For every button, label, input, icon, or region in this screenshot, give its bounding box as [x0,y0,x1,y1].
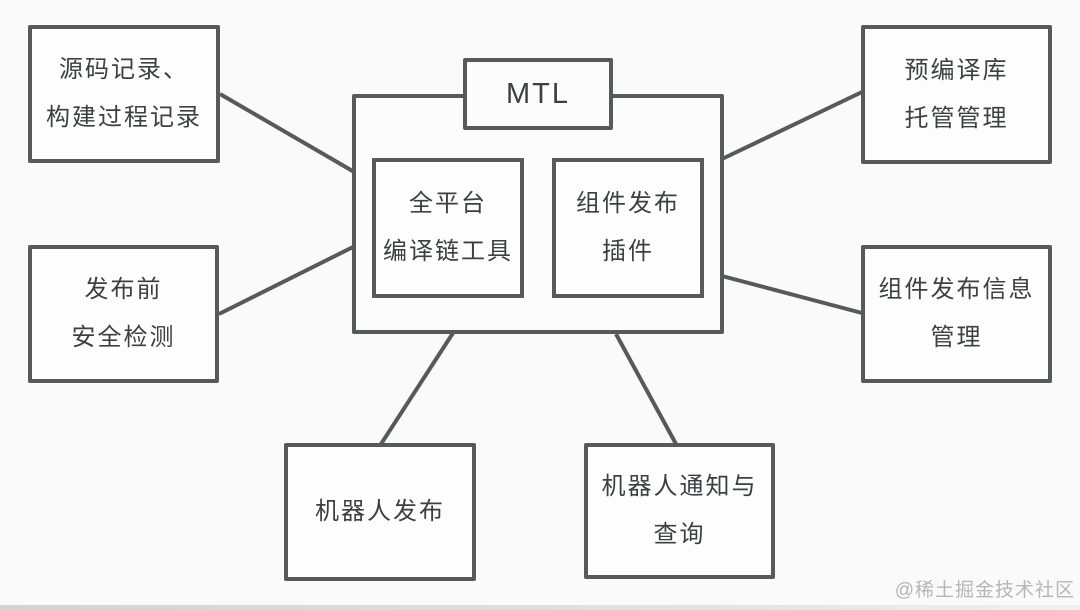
bottom-edge-artifact [0,605,1080,610]
connector-source-record [218,92,358,175]
mtl-title: MTL [506,78,570,110]
connector-robot-release [379,331,455,446]
node-label-line: 查询 [653,521,706,548]
mtl-title-box: MTL [463,58,613,130]
node-label-line: 组件发布 [576,190,680,217]
node-prebuilt-lib: 预编译库 托管管理 [861,25,1052,164]
node-label-line: 管理 [930,324,983,351]
node-label-line: 编译链工具 [383,238,513,265]
connector-robot-notify [614,333,678,445]
node-label-line: 构建过程记录 [46,104,202,131]
node-robot-release: 机器人发布 [284,443,476,581]
node-label-line: 预编译库 [904,56,1009,84]
node-label-line: 发布前 [84,276,163,303]
node-label-line: 插件 [602,238,654,265]
node-label-line: 安全检测 [71,324,176,351]
node-publish-plugin: 组件发布 插件 [552,158,704,298]
connector-release-info [721,274,863,315]
node-label-line: 机器人通知与 [601,473,758,500]
mtl-container-box: 全平台 编译链工具 组件发布 插件 [352,94,724,334]
node-label-line: 源码记录、 [59,56,189,83]
node-source-record: 源码记录、 构建过程记录 [28,25,220,163]
node-release-info: 组件发布信息 管理 [861,245,1052,383]
connector-prebuilt-lib [721,90,863,161]
node-label-line: 机器人发布 [315,498,445,525]
node-label-line: 组件发布信息 [878,276,1035,303]
node-security-check: 发布前 安全检测 [28,245,219,383]
connector-security-check [218,243,358,316]
watermark: @稀土掘金技术社区 [894,580,1075,601]
node-robot-notify: 机器人通知与 查询 [584,443,775,579]
node-label-line: 托管管理 [904,104,1009,132]
node-label-line: 全平台 [409,190,487,217]
node-compile-toolchain: 全平台 编译链工具 [372,158,524,298]
